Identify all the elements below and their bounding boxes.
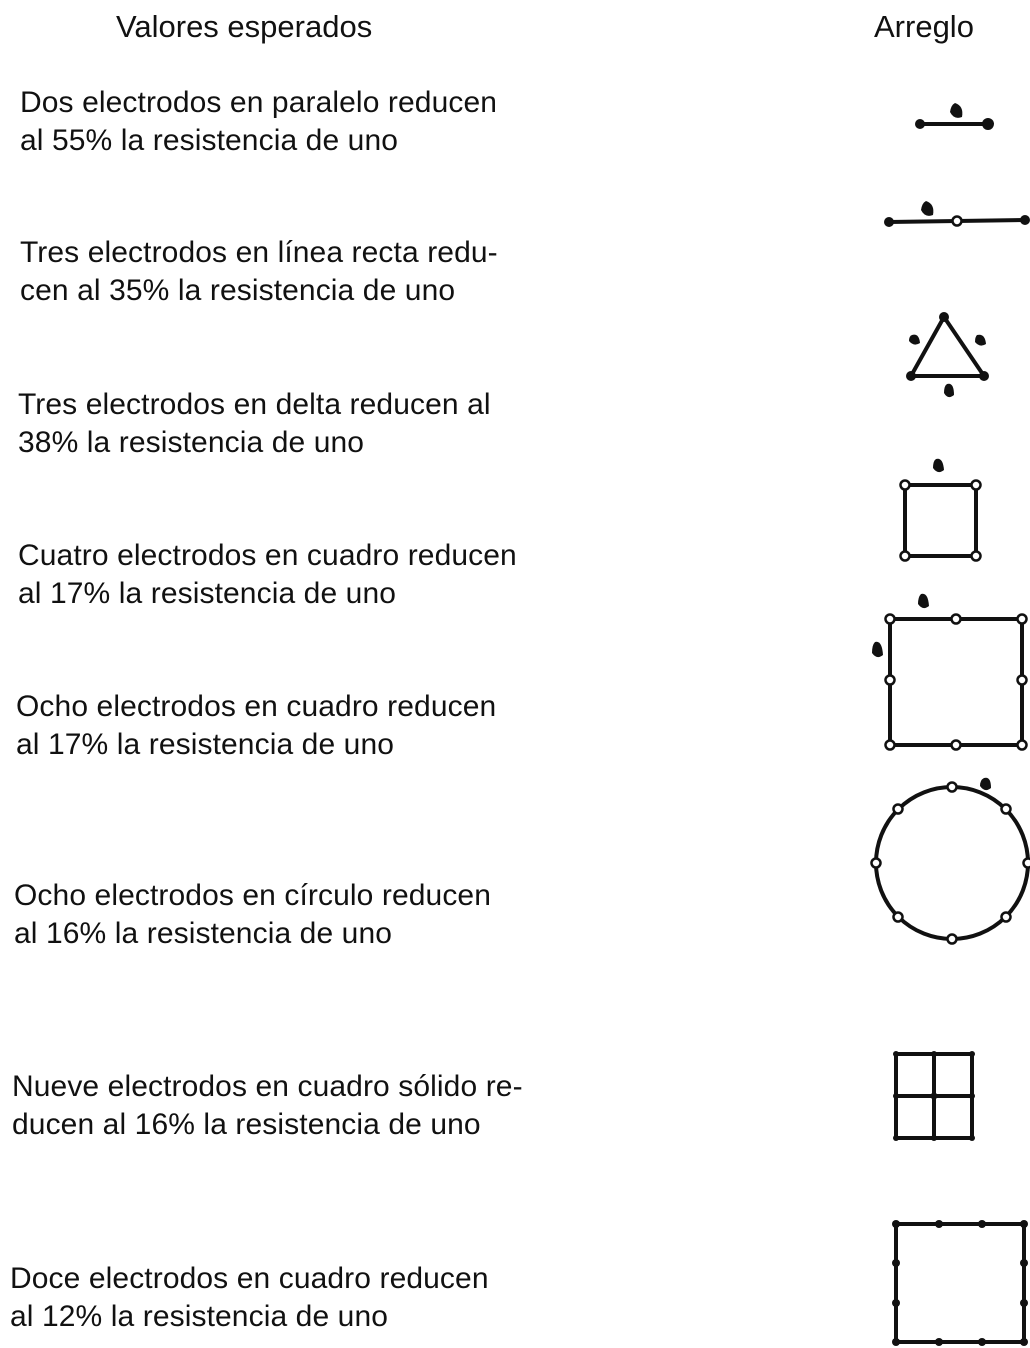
row-line: al 12% la resistencia de uno xyxy=(10,1300,389,1333)
eight-electrodes-circle-icon xyxy=(870,777,1030,945)
three-electrodes-line-icon xyxy=(884,201,1030,227)
row-line: al 17% la resistencia de uno xyxy=(16,728,395,761)
row-line: Cuatro electrodos en cuadro reducen xyxy=(18,539,517,572)
row-line: Dos electrodos en paralelo reducen xyxy=(20,86,498,119)
row-tres-delta-text: Tres electrodos en delta reducen al 38% … xyxy=(18,386,491,462)
values-column-header: Valores esperados xyxy=(116,9,373,44)
row-line: al 16% la resistencia de uno xyxy=(14,917,393,950)
row-line: Doce electrodos en cuadro reducen xyxy=(10,1262,489,1295)
row-tres-linea-text: Tres electrodos en línea recta redu- cen… xyxy=(20,234,498,310)
row-line: Tres electrodos en línea recta redu- xyxy=(20,236,498,269)
nine-electrodes-solid-square-icon xyxy=(893,1051,975,1141)
twelve-electrodes-square-icon xyxy=(892,1220,1028,1346)
row-cuatro-cuadro-text: Cuatro electrodos en cuadro reducen al 1… xyxy=(18,537,517,613)
row-dos-paralelo-text: Dos electrodos en paralelo reducen al 55… xyxy=(20,84,497,160)
four-electrodes-square-icon xyxy=(899,458,982,562)
row-line: Nueve electrodos en cuadro sólido re- xyxy=(12,1070,523,1103)
row-line: ducen al 16% la resistencia de uno xyxy=(12,1108,481,1141)
two-electrodes-parallel-icon xyxy=(915,103,994,130)
arrangement-column-header: Arreglo xyxy=(874,9,974,44)
eight-electrodes-square-icon xyxy=(872,593,1028,751)
row-line: al 17% la resistencia de uno xyxy=(18,577,397,610)
row-nueve-solido-text: Nueve electrodos en cuadro sólido re- du… xyxy=(12,1068,523,1144)
row-line: al 55% la resistencia de uno xyxy=(20,124,399,157)
row-line: cen al 35% la resistencia de uno xyxy=(20,274,456,307)
row-line: Ocho electrodos en círculo reducen xyxy=(14,879,491,912)
row-line: Tres electrodos en delta reducen al xyxy=(18,388,491,421)
three-electrodes-delta-icon xyxy=(906,312,989,398)
row-line: 38% la resistencia de uno xyxy=(18,426,365,459)
row-doce-cuadro-text: Doce electrodos en cuadro reducen al 12%… xyxy=(10,1260,489,1336)
row-line: Ocho electrodos en cuadro reducen xyxy=(16,690,497,723)
row-ocho-cuadro-text: Ocho electrodos en cuadro reducen al 17%… xyxy=(16,688,496,764)
row-ocho-circulo-text: Ocho electrodos en círculo reducen al 16… xyxy=(14,877,491,953)
